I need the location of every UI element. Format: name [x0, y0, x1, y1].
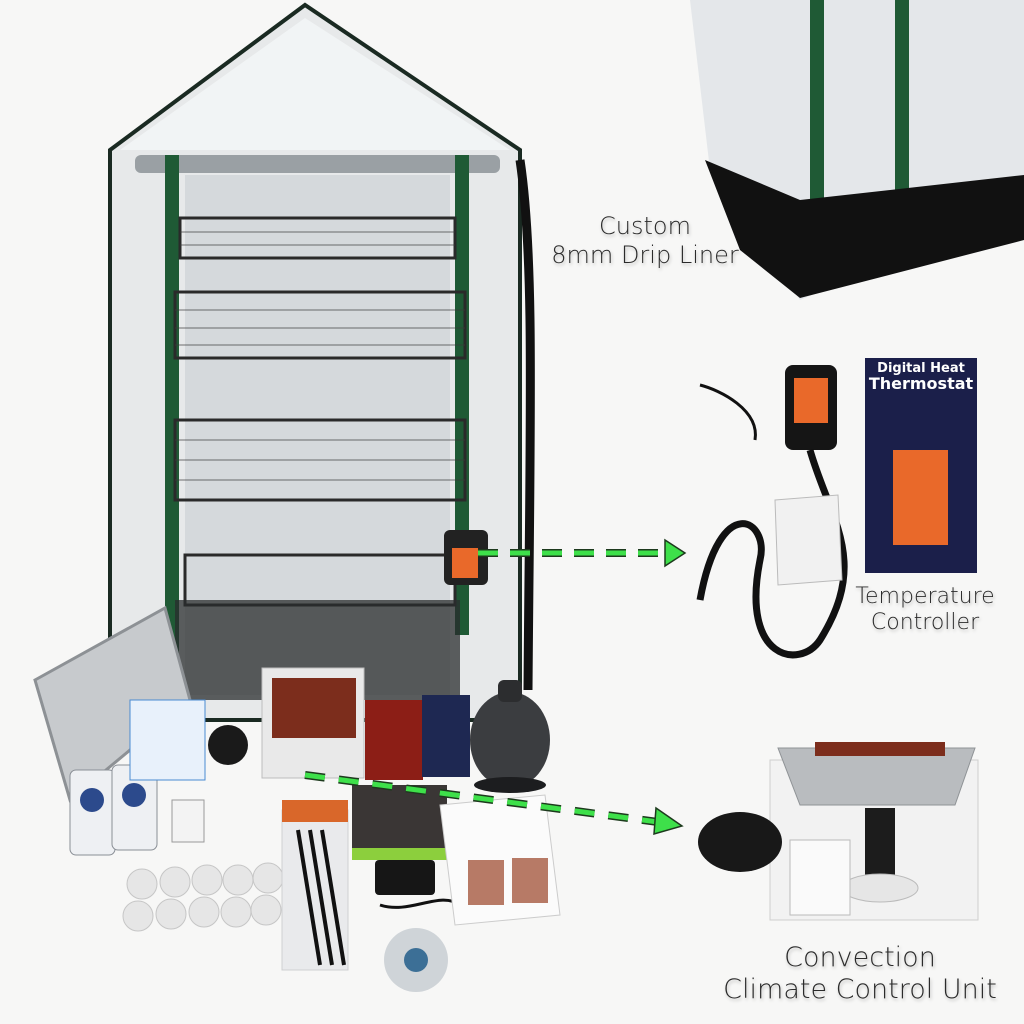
- temperature-controller-label-line1: Temperature: [855, 584, 995, 609]
- temperature-controller-label: Temperature Controller: [840, 584, 1010, 637]
- climate-control-unit-label-line2: Climate Control Unit: [723, 974, 997, 1006]
- drip-liner-label-line2: 8mm Drip Liner: [551, 240, 739, 269]
- climate-control-unit-label: Convection Climate Control Unit: [700, 942, 1020, 1007]
- temperature-controller-label-line2: Controller: [870, 610, 980, 636]
- drip-liner-label-line1: Custom: [599, 212, 691, 240]
- climate-control-unit-label-line1: Convection: [784, 942, 936, 973]
- thermostat-box-title: Digital Heat Thermostat: [865, 362, 977, 392]
- drip-liner-label: Custom 8mm Drip Liner: [535, 212, 755, 270]
- thermostat-box-title-line2: Thermostat: [868, 373, 974, 393]
- arrow-to-temperature-controller: [478, 538, 687, 568]
- thermostat-box-title-line1: Digital Heat: [877, 361, 965, 376]
- arrow-to-climate-control-unit: [304, 771, 684, 836]
